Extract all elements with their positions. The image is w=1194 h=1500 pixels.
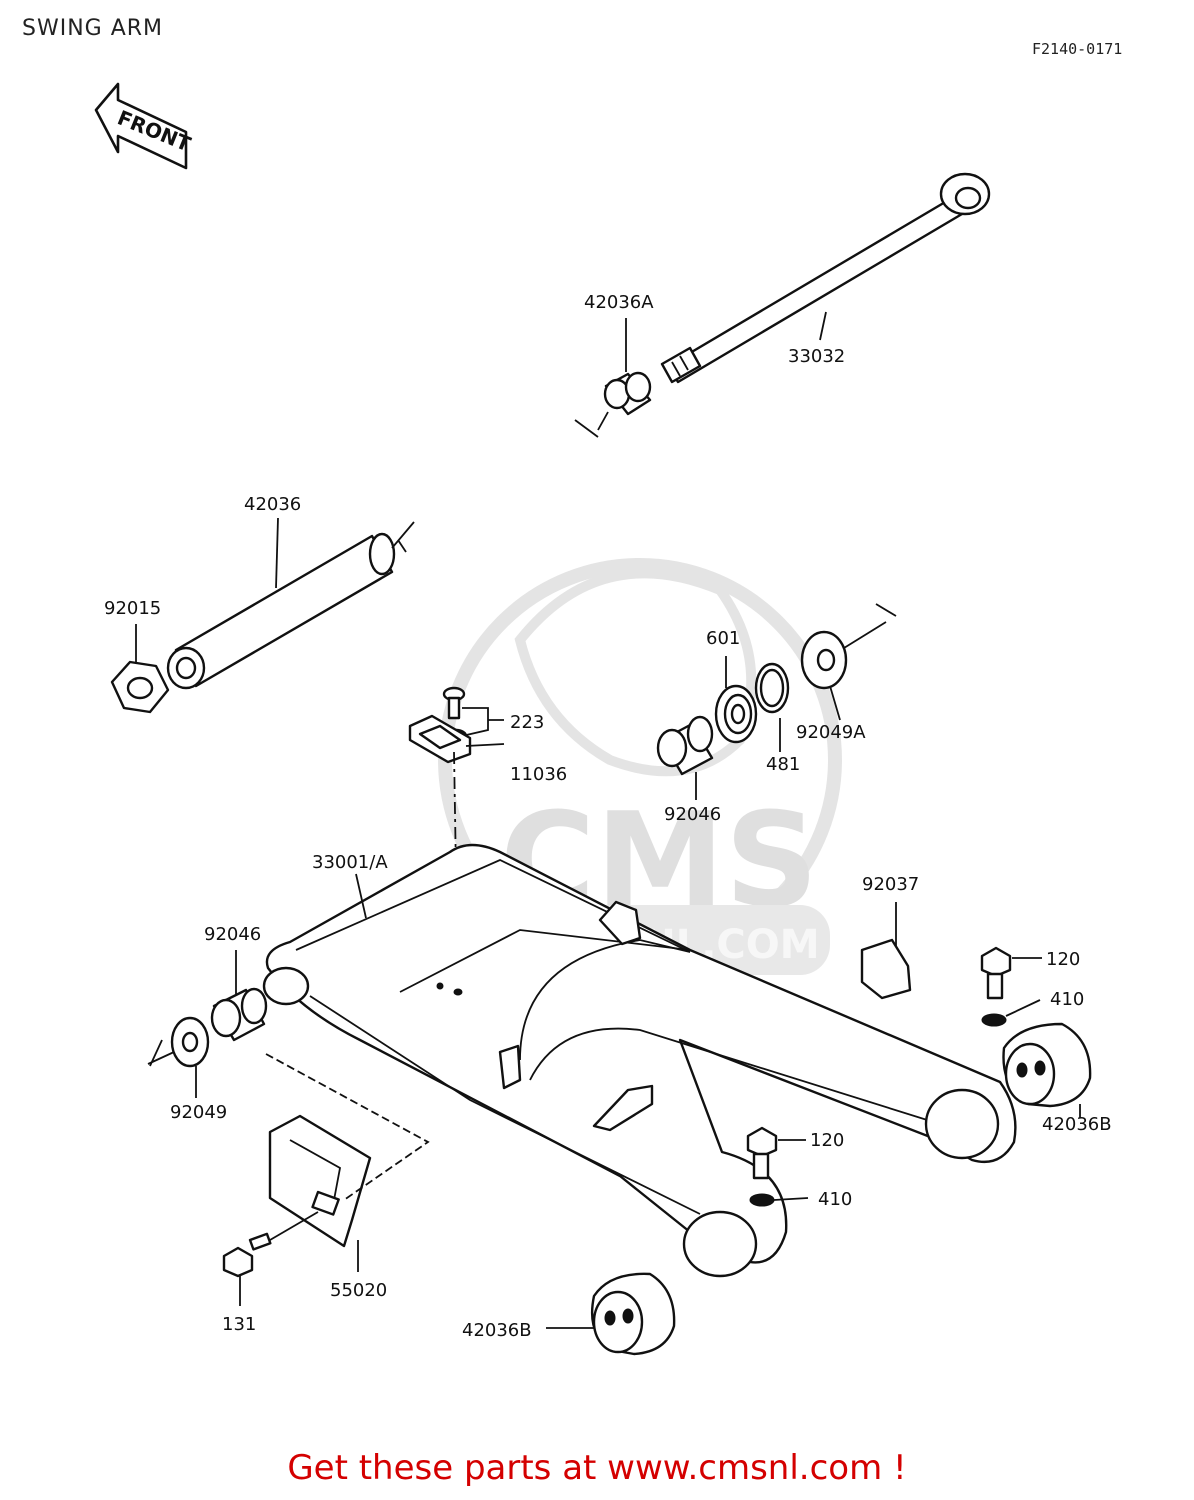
bolt-131 — [222, 1232, 272, 1278]
part-label-42036: 42036 — [244, 494, 301, 515]
part-label-92049: 92049 — [170, 1102, 227, 1123]
part-label-92046-upper: 92046 — [664, 804, 721, 825]
nut-92015 — [110, 660, 170, 714]
part-label-410-lower: 410 — [818, 1189, 852, 1210]
part-label-601: 601 — [706, 628, 740, 649]
needle-bearing-92046-lower — [210, 987, 268, 1042]
swing-arm-body — [262, 843, 1017, 1278]
part-label-42036A: 42036A — [584, 292, 654, 313]
oil-seal-92049 — [170, 1016, 210, 1068]
oil-seal-92049a — [800, 630, 848, 690]
sleeve-42036 — [166, 532, 396, 690]
page-title: SWING ARM — [22, 16, 164, 41]
chain-guide-11036 — [408, 714, 472, 764]
collar-92037 — [860, 938, 912, 1000]
eccentric-42036b-right — [1002, 1022, 1092, 1108]
part-label-33032: 33032 — [788, 346, 845, 367]
part-label-42036B-right: 42036B — [1042, 1114, 1112, 1135]
eccentric-42036b-lower — [590, 1272, 676, 1356]
swing-arm-exploded-diagram: CMS WWW.CMSNL.COM FRONT — [94, 82, 1112, 1356]
chain-slipper-55020 — [268, 1114, 372, 1248]
part-label-55020: 55020 — [330, 1280, 387, 1301]
footer-promo-text[interactable]: Get these parts at www.cmsnl.com ! — [287, 1448, 907, 1488]
part-label-120-lower: 120 — [810, 1130, 844, 1151]
part-label-223: 223 — [510, 712, 544, 733]
bolt-120-upper — [980, 946, 1012, 1000]
front-arrow-icon: FRONT — [94, 82, 194, 170]
part-label-410-upper: 410 — [1050, 989, 1084, 1010]
washer-410-lower — [749, 1193, 775, 1207]
washer-410-upper — [981, 1013, 1007, 1027]
needle-bearing-92046-upper — [656, 715, 714, 776]
part-label-120-upper: 120 — [1046, 949, 1080, 970]
part-label-131: 131 — [222, 1314, 256, 1335]
part-label-11036: 11036 — [510, 764, 567, 785]
bolt-120-lower — [746, 1126, 778, 1180]
part-label-92046-lower: 92046 — [204, 924, 261, 945]
ball-bearing-601 — [714, 684, 758, 744]
part-label-42036B-lower: 42036B — [462, 1320, 532, 1341]
part-label-33001A: 33001/A — [312, 852, 388, 873]
part-label-92049A: 92049A — [796, 722, 866, 743]
collar-42036a — [603, 371, 652, 416]
part-label-481: 481 — [766, 754, 800, 775]
part-label-92015: 92015 — [104, 598, 161, 619]
figure-code: F2140-0171 — [1032, 40, 1123, 58]
circlip-481 — [754, 662, 790, 714]
pivot-shaft — [660, 172, 991, 384]
part-label-92037: 92037 — [862, 874, 919, 895]
